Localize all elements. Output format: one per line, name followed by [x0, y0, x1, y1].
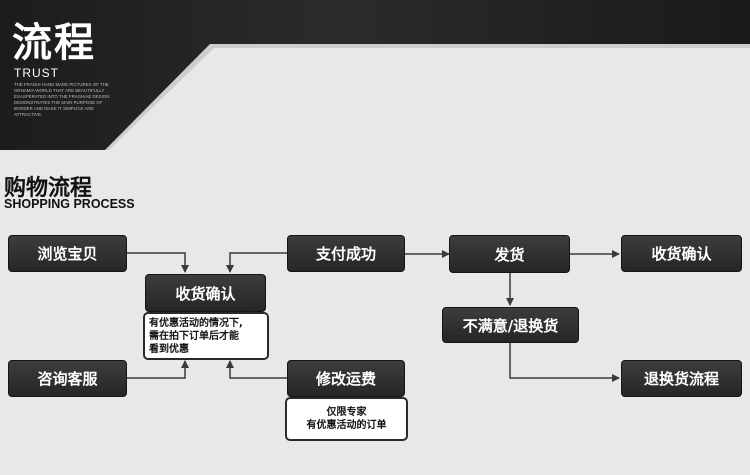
- note-expert: 仅限专家 有优惠活动的订单: [285, 397, 408, 441]
- arrow-consult-to-note: [127, 360, 189, 379]
- step-consult: 咨询客服: [8, 360, 127, 397]
- header-band: [0, 0, 750, 150]
- section-subtitle: SHOPPING PROCESS: [4, 197, 135, 211]
- step-return-flow: 退换货流程: [621, 360, 742, 397]
- header-title: 流程: [12, 20, 96, 66]
- note-discount-line: 看到优惠: [149, 344, 189, 355]
- step-browse: 浏览宝贝: [8, 235, 127, 272]
- note-expert-line: 有优惠活动的订单: [306, 420, 387, 431]
- arrow-modify-to-note: [226, 360, 287, 379]
- note-expert-line: 仅限专家: [326, 407, 367, 418]
- note-discount-line: 需在拍下订单后才能: [149, 331, 239, 342]
- step-receive-confirm: 收货确认: [621, 235, 742, 272]
- arrow-pay-to-confirm: [226, 252, 287, 273]
- step-confirm-order: 收货确认: [145, 274, 266, 312]
- header-description: THE FRAGHI HAND MADE PICTURES OF THE ORN…: [14, 82, 110, 117]
- step-ship: 发货: [449, 235, 570, 273]
- arrow-unsatisfied-to-return: [509, 343, 620, 382]
- header-subtitle: TRUST: [14, 66, 59, 80]
- note-discount: 有优惠活动的情况下, 需在拍下订单后才能 看到优惠: [143, 312, 269, 360]
- arrow-browse-to-confirm: [127, 252, 189, 273]
- step-unsatisfied: 不满意/退换货: [442, 307, 579, 343]
- step-modify-shipping: 修改运费: [287, 360, 405, 397]
- step-pay-success: 支付成功: [287, 235, 405, 272]
- note-discount-line: 有优惠活动的情况下,: [149, 318, 243, 329]
- section-title: 购物流程: [4, 176, 93, 201]
